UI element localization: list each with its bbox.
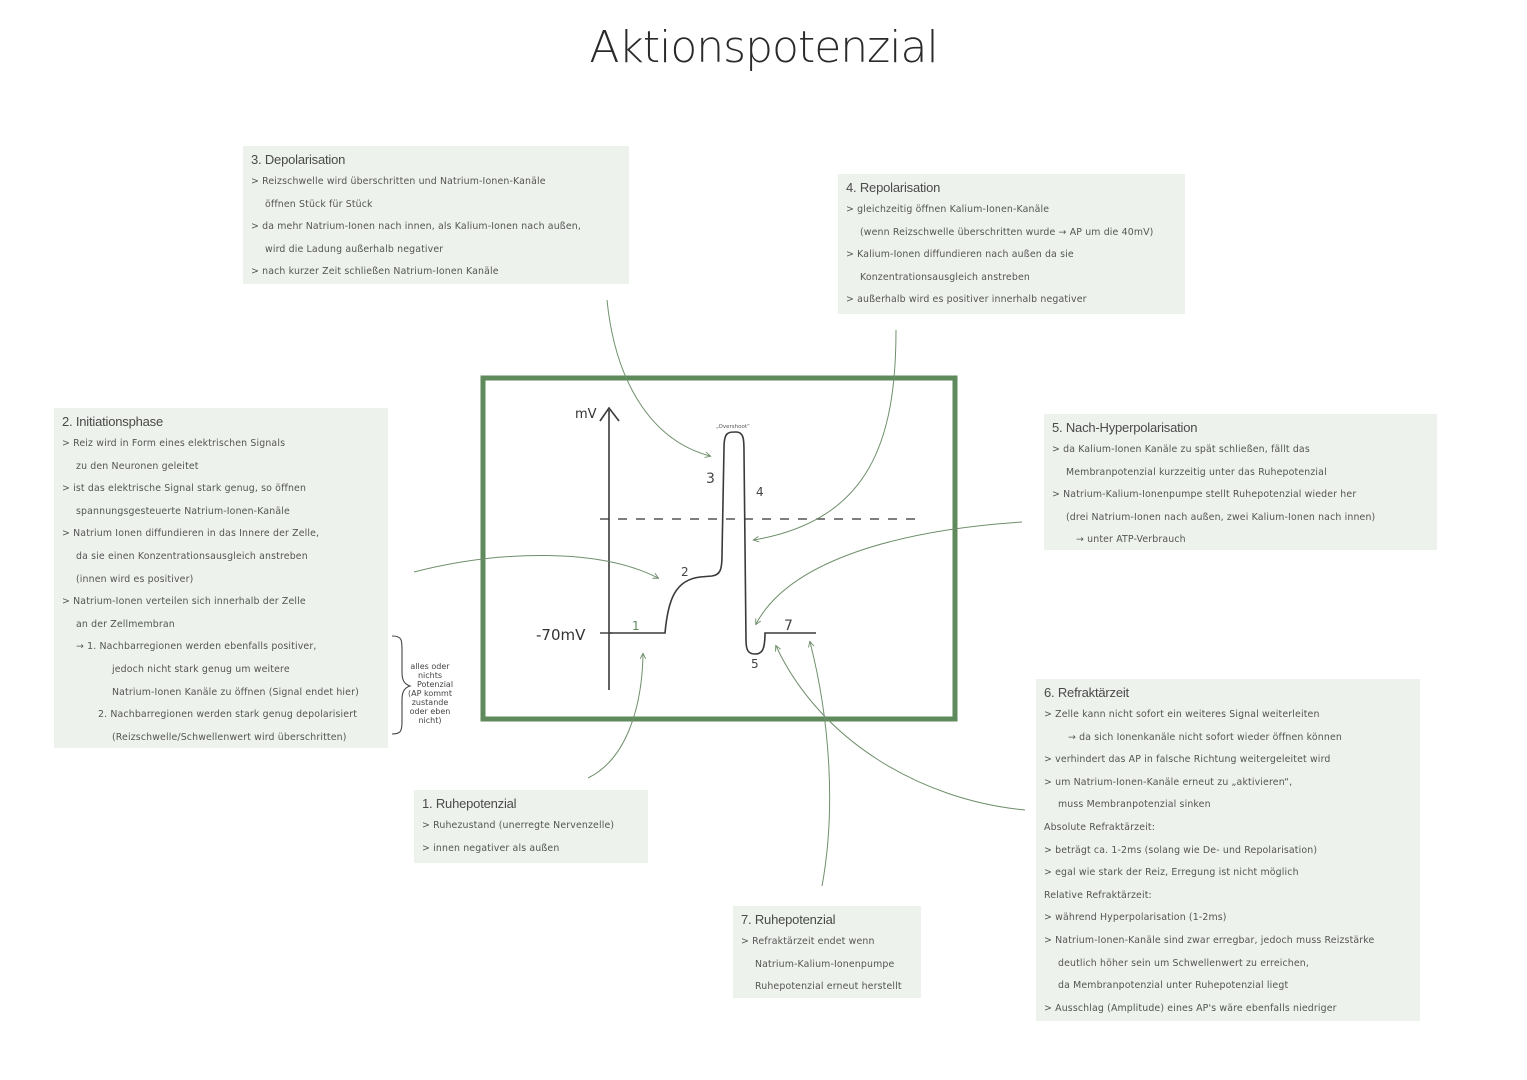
action-potential-curve [610,431,816,655]
arrow-ruhepotenzial [587,654,643,779]
box-line: (drei Natrium-Ionen nach außen, zwei Kal… [1066,511,1376,523]
box-refraktaerzeit: 6. Refraktärzeit > Zelle kann nicht sofo… [1036,679,1420,1021]
phase-number-7: 7 [784,618,793,634]
box-line: Membranpotenzial kurzzeitig unter das Ru… [1066,466,1327,478]
box-line: > nach kurzer Zeit schließen Natrium-Ion… [251,266,499,278]
box-heading: 6. Refraktärzeit [1044,685,1129,700]
note-line: alles oder [410,662,450,671]
box-line: Natrium-Ionen Kanäle zu öffnen (Signal e… [112,686,359,698]
box-line: → unter ATP-Verbrauch [1076,534,1186,546]
box-line: jedoch nicht stark genug um weitere [112,663,290,675]
page-title: Aktionspotenzial [589,22,938,73]
phase-number-5: 5 [751,657,759,671]
box-depolarisation: 3. Depolarisation > Reizschwelle wird üb… [243,146,629,284]
box-line: > Natrium Ionen diffundieren in das Inne… [62,528,320,540]
resting-potential-label: -70mV [536,626,586,644]
box-line: Relative Refraktärzeit: [1044,889,1152,901]
box-line: > Zelle kann nicht sofort ein weiteres S… [1044,709,1320,720]
box-heading: 7. Ruhepotenzial [741,912,836,927]
box-line: (wenn Reizschwelle überschritten wurde →… [860,226,1154,238]
box-line: da Membranpotenzial unter Ruhepotenzial … [1058,980,1289,992]
box-line: wird die Ladung außerhalb negativer [265,243,444,255]
box-line: > Refraktärzeit endet wenn [741,936,875,947]
box-line: > gleichzeitig öffnen Kalium-Ionen-Kanäl… [846,204,1050,215]
phase-number-2: 2 [681,565,689,579]
box-line: 2. Nachbarregionen werden stark genug de… [98,709,358,721]
box-line: öffnen Stück für Stück [265,198,373,210]
box-line: → da sich Ionenkanäle nicht sofort wiede… [1068,731,1342,743]
box-line: deutlich höher sein um Schwellenwert zu … [1058,957,1310,969]
arrow-depolarisation [606,299,710,456]
box-line: (innen wird es positiver) [76,573,194,585]
overshoot-label: „Overshoot“ [716,424,750,430]
box-line: spannungsgesteuerte Natrium-Ionen-Kanäle [76,505,290,517]
arrow-initiation [413,555,658,578]
brace [391,635,412,735]
note-line: nicht) [418,716,442,725]
box-ruhepotenzial: 1. Ruhepotenzial > Ruhezustand (unerregt… [414,790,648,863]
brace-note: alles oder nichts Potenzial (AP kommt zu… [404,662,456,725]
box-line: > Natrium-Ionen-Kanäle sind zwar erregba… [1044,934,1375,946]
note-line: (AP kommt [408,689,452,698]
box-line: Konzentrationsausgleich anstreben [860,271,1030,283]
y-axis-label: mV [575,407,597,422]
box-line: Ruhepotenzial erneut herstellt [755,981,902,993]
arrow-ruhepotenzial-7 [810,642,831,887]
note-line: Potenzial [416,680,454,689]
note-line: nichts [417,671,443,680]
box-line: > Ruhezustand (unerregte Nervenzelle) [422,820,615,831]
phase-number-4: 4 [756,485,764,499]
box-heading: 5. Nach-Hyperpolarisation [1052,420,1198,435]
box-line: da sie einen Konzentrationsausgleich ans… [76,550,308,562]
box-line: muss Membranpotenzial sinken [1058,799,1211,811]
box-heading: 2. Initiationsphase [62,414,163,429]
box-line: Natrium-Kalium-Ionenpumpe [755,958,895,970]
arrow-repolarisation [754,329,897,540]
phase-number-1: 1 [632,619,640,633]
box-line: > ist das elektrische Signal stark genug… [62,483,307,495]
box-heading: 1. Ruhepotenzial [422,796,517,811]
box-line: > verhindert das AP in falsche Richtung … [1044,754,1331,766]
box-line: > da mehr Natrium-Ionen nach innen, als … [251,221,581,233]
note-line: zustande [411,698,449,707]
box-line: > um Natrium-Ionen-Kanäle erneut zu „akt… [1044,776,1293,788]
box-ruhepotenzial-7: 7. Ruhepotenzial > Refraktärzeit endet w… [733,906,921,998]
box-line: an der Zellmembran [76,618,175,630]
y-axis-arrowhead [599,406,620,422]
note-line: oder eben [409,707,451,716]
arrow-hyperpolarisation [756,521,1023,624]
arrow-refraktaerzeit [776,646,1026,811]
graph-frame [480,375,958,722]
box-repolarisation: 4. Repolarisation > gleichzeitig öffnen … [838,174,1185,314]
box-line: > egal wie stark der Reiz, Erregung ist … [1044,867,1299,879]
box-line: > Kalium-Ionen diffundieren nach außen d… [846,249,1074,261]
phase-number-3: 3 [706,471,715,487]
box-line: > Natrium-Ionen verteilen sich innerhalb… [62,596,306,608]
box-heading: 4. Repolarisation [846,180,941,195]
box-line: Absolute Refraktärzeit: [1044,821,1155,833]
box-initiation: 2. Initiationsphase > Reiz wird in Form … [54,408,388,748]
box-line: > Reiz wird in Form eines elektrischen S… [62,438,286,449]
box-line: > innen negativer als außen [422,842,560,854]
box-line: > Ausschlag (Amplitude) eines AP's wäre … [1044,1002,1337,1014]
box-hyperpolarisation: 5. Nach-Hyperpolarisation > da Kalium-Io… [1044,414,1437,550]
box-line: > außerhalb wird es positiver innerhalb … [846,294,1087,306]
box-line: > Reizschwelle wird überschritten und Na… [251,176,546,187]
box-line: (Reizschwelle/Schwellenwert wird übersch… [112,731,347,743]
box-line: > da Kalium-Ionen Kanäle zu spät schließ… [1052,444,1310,455]
box-line: > Natrium-Kalium-Ionenpumpe stellt Ruhep… [1052,489,1357,501]
box-line: > beträgt ca. 1-2ms (solang wie De- und … [1044,844,1318,856]
box-line: → 1. Nachbarregionen werden ebenfalls po… [76,641,317,653]
box-line: zu den Neuronen geleitet [76,460,199,472]
box-line: > während Hyperpolarisation (1-2ms) [1044,912,1227,924]
box-heading: 3. Depolarisation [251,152,346,167]
